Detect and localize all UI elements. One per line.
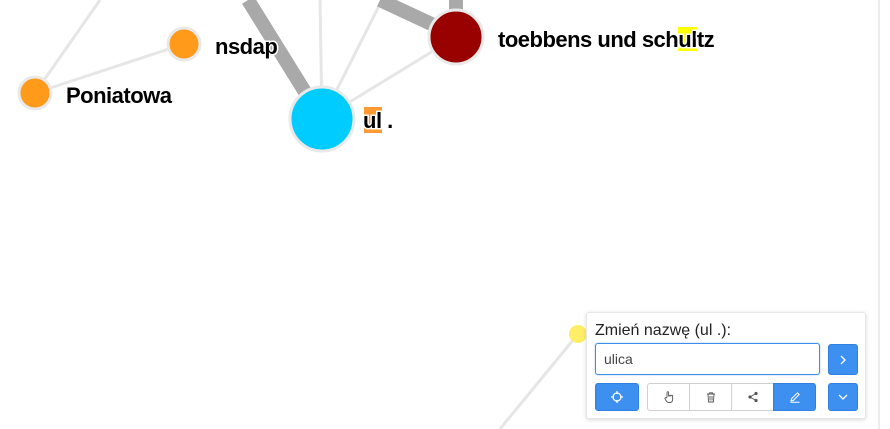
edge [242,0,316,104]
chevron-right-icon [840,355,846,364]
chevron-down-icon [838,394,848,400]
node-action-group [647,383,819,411]
delete-node-button[interactable] [689,383,732,411]
graph-node-ul[interactable] [288,85,356,153]
rename-input[interactable] [595,343,820,375]
label-text: . [382,108,393,133]
graph-node-bottom[interactable] [569,325,587,343]
graph-node-nsdap[interactable] [166,26,202,62]
label-highlight [678,27,697,51]
node-label-nsdap: nsdap [215,34,277,59]
edge [34,42,185,95]
label-text-highlight: ul [678,27,697,52]
edge [377,0,443,35]
edge [33,0,102,94]
scrollbar-track [878,0,880,429]
label-highlight [364,107,382,133]
rename-node-button[interactable] [773,383,816,411]
node-label-ul: ul . [362,107,395,135]
svg-text:ul .: ul . [363,108,393,133]
rename-panel: Zmień nazwę (ul .): [586,312,866,419]
pencil-icon [789,392,800,403]
more-options-button[interactable] [828,383,858,411]
node-label-poniatowa: Poniatowa [66,83,173,108]
submit-rename-button[interactable] [828,344,858,375]
label-text: tz [697,27,715,52]
label-text-highlight: ul [363,108,382,133]
svg-text:toebbens und schultz: toebbens und schultz [498,27,715,52]
share-icon [747,391,758,403]
select-node-button[interactable] [647,383,690,411]
share-node-button[interactable] [731,383,774,411]
graph-node-toebbens[interactable] [427,8,485,66]
crosshair-icon [611,391,623,403]
node-label-toebbens: toebbens und schultz [497,26,717,54]
label-text: toebbens und sch [498,27,678,52]
edge [498,333,580,429]
rename-label: Zmień nazwę (ul .): [595,322,732,339]
graph-node-poniatowa[interactable] [17,75,53,111]
locate-node-button[interactable] [595,383,639,411]
hand-pointer-icon [663,391,673,403]
trash-icon [706,392,715,403]
